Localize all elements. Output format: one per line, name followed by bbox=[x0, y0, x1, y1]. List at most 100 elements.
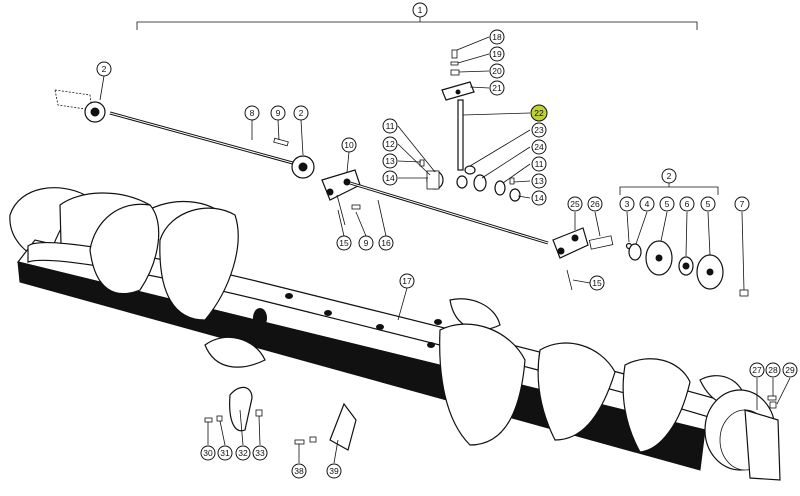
label-circlip: 3 bbox=[619, 196, 635, 212]
svg-text:22: 22 bbox=[534, 108, 544, 118]
end-hardware bbox=[767, 395, 777, 409]
part-callouts: 1 2 8 9 2 10 15 9 16 11 12 bbox=[96, 2, 798, 479]
svg-text:13: 13 bbox=[534, 176, 544, 186]
label-washer-a: 11 bbox=[382, 118, 398, 134]
label-cover-disc: 32 bbox=[235, 445, 251, 461]
svg-text:38: 38 bbox=[294, 466, 304, 476]
label-washer-top: 19 bbox=[489, 46, 505, 62]
label-bolt-7: 7 bbox=[734, 196, 750, 212]
svg-text:12: 12 bbox=[385, 139, 395, 149]
svg-text:5: 5 bbox=[665, 199, 670, 209]
svg-text:25: 25 bbox=[570, 199, 580, 209]
svg-text:11: 11 bbox=[535, 159, 544, 169]
svg-text:30: 30 bbox=[203, 448, 213, 458]
svg-text:13: 13 bbox=[385, 156, 395, 166]
vertical-rod-assembly bbox=[441, 49, 476, 175]
label-crank-arm-right: 25 bbox=[567, 196, 583, 212]
label-bolt-30: 30 bbox=[200, 445, 216, 461]
label-flange-a: 5 bbox=[659, 196, 675, 212]
svg-text:2: 2 bbox=[102, 64, 107, 74]
assembly-bracket bbox=[136, 17, 698, 30]
svg-text:15: 15 bbox=[592, 278, 602, 288]
label-bolt-left: 15 bbox=[336, 235, 352, 251]
svg-text:3: 3 bbox=[625, 199, 630, 209]
label-nut-rod: 23 bbox=[531, 122, 547, 138]
svg-text:33: 33 bbox=[255, 448, 265, 458]
label-bolt-28: 28 bbox=[765, 362, 781, 378]
svg-text:10: 10 bbox=[344, 140, 354, 150]
svg-text:18: 18 bbox=[492, 32, 502, 42]
svg-text:26: 26 bbox=[590, 199, 600, 209]
label-bearing-group: 2 bbox=[661, 168, 677, 184]
svg-text:16: 16 bbox=[381, 238, 391, 248]
svg-text:21: 21 bbox=[492, 83, 502, 93]
label-nut-top: 20 bbox=[489, 63, 505, 79]
svg-text:39: 39 bbox=[329, 466, 339, 476]
label-bearing-mid: 2 bbox=[293, 105, 309, 121]
label-bearing-6: 6 bbox=[679, 196, 695, 212]
svg-text:29: 29 bbox=[785, 365, 795, 375]
label-bushing-a: 12 bbox=[382, 136, 398, 152]
svg-text:4: 4 bbox=[645, 199, 650, 209]
label-nut-33: 33 bbox=[252, 445, 268, 461]
label-bolt-top: 18 bbox=[489, 29, 505, 45]
label-pin-b: 13 bbox=[531, 173, 547, 189]
svg-text:20: 20 bbox=[492, 66, 502, 76]
svg-text:2: 2 bbox=[667, 171, 672, 181]
svg-text:5: 5 bbox=[706, 199, 711, 209]
svg-text:8: 8 bbox=[250, 108, 255, 118]
label-pin-a: 13 bbox=[382, 153, 398, 169]
svg-text:14: 14 bbox=[534, 193, 544, 203]
svg-text:14: 14 bbox=[385, 173, 395, 183]
label-ring-a: 14 bbox=[382, 170, 398, 186]
bearing-group bbox=[625, 240, 749, 297]
svg-text:32: 32 bbox=[238, 448, 248, 458]
svg-text:11: 11 bbox=[386, 121, 395, 131]
svg-text:9: 9 bbox=[364, 238, 369, 248]
bushing-set bbox=[419, 159, 521, 202]
label-bearing-insert: 4 bbox=[639, 196, 655, 212]
label-auger-tube: 17 bbox=[399, 273, 415, 289]
label-shaft-long-right: 16 bbox=[378, 235, 394, 251]
label-flange-b: 5 bbox=[700, 196, 716, 212]
svg-text:28: 28 bbox=[768, 365, 778, 375]
svg-text:31: 31 bbox=[220, 448, 230, 458]
label-washer-b: 11 bbox=[531, 156, 547, 172]
svg-text:15: 15 bbox=[339, 238, 349, 248]
label-sleeve-right: 26 bbox=[587, 196, 603, 212]
label-rod-vertical: 22 bbox=[530, 104, 548, 122]
svg-text:19: 19 bbox=[492, 49, 502, 59]
svg-text:1: 1 bbox=[418, 5, 423, 15]
crank-assembly-right bbox=[552, 227, 614, 291]
label-end-plate: 27 bbox=[749, 362, 765, 378]
label-shaft-long-left: 8 bbox=[244, 105, 260, 121]
label-plate-top: 21 bbox=[489, 80, 505, 96]
svg-text:23: 23 bbox=[534, 125, 544, 135]
crank-assembly-left bbox=[321, 169, 549, 245]
label-key-mid: 9 bbox=[358, 235, 374, 251]
label-bolt-38: 38 bbox=[291, 463, 307, 479]
svg-text:17: 17 bbox=[402, 276, 412, 286]
bracket-assembly bbox=[294, 402, 357, 451]
leader-lines bbox=[99, 14, 791, 464]
label-assembly: 1 bbox=[412, 2, 428, 18]
left-shaft bbox=[54, 89, 315, 179]
label-bracket-39: 39 bbox=[326, 463, 342, 479]
auger-tube bbox=[9, 187, 781, 481]
label-sleeve-rod: 24 bbox=[531, 139, 547, 155]
svg-text:27: 27 bbox=[752, 365, 762, 375]
svg-text:9: 9 bbox=[276, 108, 281, 118]
svg-text:7: 7 bbox=[740, 199, 745, 209]
svg-text:2: 2 bbox=[299, 108, 304, 118]
svg-text:24: 24 bbox=[534, 142, 544, 152]
label-key-left: 9 bbox=[270, 105, 286, 121]
label-crank-arm-left: 10 bbox=[341, 137, 357, 153]
cover-disc-assembly bbox=[204, 386, 263, 432]
svg-text:6: 6 bbox=[685, 199, 690, 209]
label-nut-29: 29 bbox=[782, 362, 798, 378]
label-ring-b: 14 bbox=[531, 190, 547, 206]
label-bearing-left: 2 bbox=[96, 61, 112, 77]
label-bolt-right: 15 bbox=[589, 275, 605, 291]
label-washer-31: 31 bbox=[217, 445, 233, 461]
